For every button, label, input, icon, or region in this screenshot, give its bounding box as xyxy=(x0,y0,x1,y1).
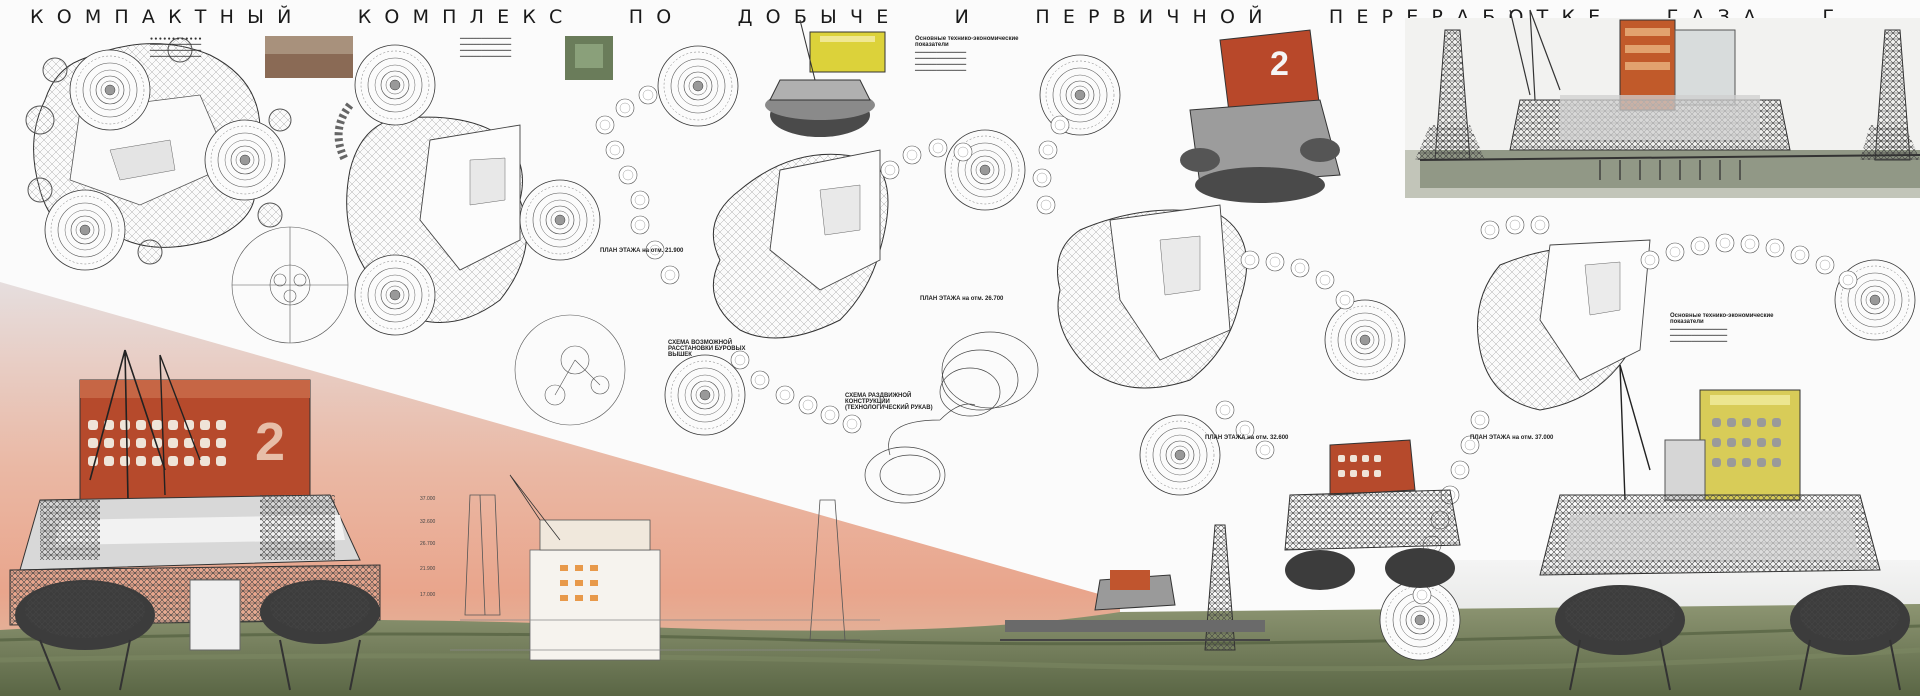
plan-level-1 xyxy=(25,37,292,271)
plan-label-3: ПЛАН ЭТАЖА на отм. 32.600 xyxy=(1205,435,1289,441)
svg-text:21.900: 21.900 xyxy=(420,566,436,572)
plan-level-3 xyxy=(664,129,1026,436)
plan-label-1: ПЛАН ЭТАЖА на отм. 21.900 xyxy=(600,248,684,254)
field-render-center xyxy=(1000,524,1270,651)
plan-note-4: ПЛАН ЭТАЖА на отм. 37.000 xyxy=(1470,435,1560,443)
tep-title-1: Основные технико-экономические показател… xyxy=(915,36,1019,48)
plan-level-4 xyxy=(1039,54,1406,496)
main-complex-render: 2 xyxy=(9,349,381,691)
mechanism-diagram xyxy=(514,314,626,426)
svg-text:26.700: 26.700 xyxy=(420,541,436,547)
sleeve-chain-1 xyxy=(595,45,739,210)
tep-title-2: Основные технико-экономические показател… xyxy=(1670,313,1774,325)
plan-note-2: ПЛАН ЭТАЖА на отм. 26.700 xyxy=(920,296,1010,304)
plan-note-3: ПЛАН ЭТАЖА на отм. 32.600 xyxy=(1205,435,1295,443)
tep-table-1: Основные технико-экономические показател… xyxy=(915,36,1030,74)
yellow-complex-render xyxy=(1539,364,1910,691)
plan-label-2: ПЛАН ЭТАЖА на отм. 26.700 xyxy=(920,296,1004,302)
rotation-diagram xyxy=(231,226,349,344)
svg-text:32.600: 32.600 xyxy=(420,519,436,525)
level-marks: 37.000 32.600 26.700 21.900 17.000 xyxy=(420,496,436,598)
plan-label-4: ПЛАН ЭТАЖА на отм. 37.000 xyxy=(1470,435,1554,441)
module-render-mid xyxy=(1284,439,1461,590)
svg-text:2: 2 xyxy=(255,412,285,472)
scheme-sleeve-label: СХЕМА РАЗДВИЖНОЙ КОНСТРУКЦИИ (ТЕХНОЛОГИЧ… xyxy=(845,393,933,411)
tep-table-2: Основные технико-экономические показател… xyxy=(1670,313,1790,345)
intro-text-2: ━━━━━━━━━━━━━━━━━ ━━━━━━━━━━━━━━━━━ ━━━━… xyxy=(460,36,512,60)
plan-level-2 xyxy=(334,44,601,336)
svg-text:2: 2 xyxy=(1270,45,1289,83)
svg-text:17.000: 17.000 xyxy=(420,592,436,598)
scheme-drill-label: СХЕМА ВОЗМОЖНОЙ РАССТАНОВКИ БУРОВЫХ ВЫШЕ… xyxy=(668,340,746,358)
svg-text:37.000: 37.000 xyxy=(420,496,436,502)
scheme-sleeve-note: СХЕМА РАЗДВИЖНОЙ КОНСТРУКЦИИ (ТЕХНОЛОГИЧ… xyxy=(845,393,945,413)
top-right-elevation-render xyxy=(1415,9,1920,188)
telescopic-sleeve-sketch xyxy=(864,331,1039,504)
scheme-drill-note: СХЕМА ВОЗМОЖНОЙ РАССТАНОВКИ БУРОВЫХ ВЫШЕ… xyxy=(668,340,768,360)
intro-text-1: ● ● ● ● ● ● ● ● ● ● ● ● ━━━━━━━━━━━━━━━━… xyxy=(150,36,202,60)
section-wireframe xyxy=(450,474,880,661)
plan-level-5 xyxy=(1379,239,1916,661)
plan-note-1: ПЛАН ЭТАЖА на отм. 21.900 xyxy=(600,248,690,256)
yellow-module-render xyxy=(765,19,886,137)
red-module-render: 2 xyxy=(1180,29,1341,203)
